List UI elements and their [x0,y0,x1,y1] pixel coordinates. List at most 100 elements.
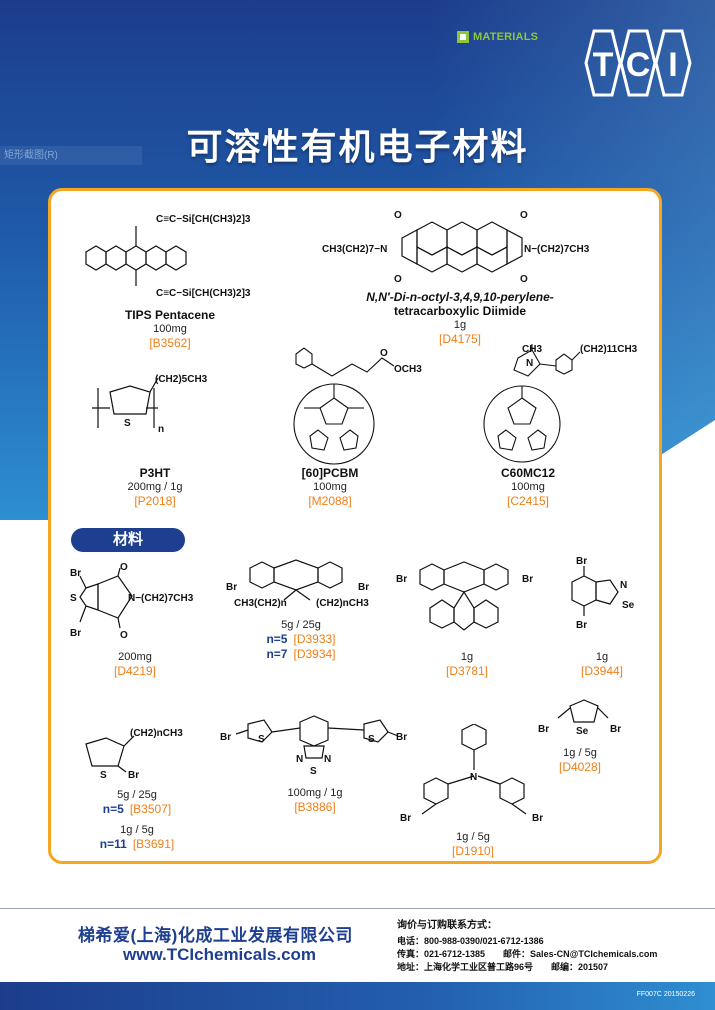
variant-n: n=11 [99,837,127,851]
b3886-br-right: Br [396,732,407,743]
d4028-br-left: Br [538,724,549,735]
product-code[interactable]: [D4175] [438,332,482,346]
contact-phone: 电话：800-988-0390/021-6712-1386 [397,936,544,946]
thiophene-bromine: Br [128,770,139,781]
perylene-o-bottom-right: O [520,274,528,285]
material-code[interactable]: [D3781] [445,664,489,678]
product-name: TIPS Pentacene [124,308,216,322]
structure-tips-pentacene: C≡C−Si[CH(CH3)2]3 C≡C−Si[CH(CH3)2]3 [85,214,251,299]
material-d1910: 1g / 5g [D1910] [418,830,528,859]
c60mc12-chain: (CH2)11CH3 [580,344,638,355]
fluorene-chain-right: (CH2)nCH3 [316,598,369,609]
product-qty: 100mg [511,481,545,493]
material-d3781: 1g [D3781] [412,650,522,679]
structure-pcbm: OCH3 O [293,347,422,465]
structure-b3886: Br Br S S N N S [220,715,407,777]
product-qty: 100mg [313,481,347,493]
b3886-s-left: S [258,734,265,745]
material-code[interactable]: [B3886] [294,800,336,814]
variant-code[interactable]: [B3691] [132,837,175,851]
material-code[interactable]: [D4028] [558,760,602,774]
product-code[interactable]: [P2018] [134,494,176,508]
material-code[interactable]: [D4219] [113,664,157,678]
d4028-selenium: Se [576,726,589,737]
tips-formula-top: C≡C−Si[CH(CH3)2]3 [156,214,251,225]
material-code[interactable]: [D1910] [451,844,495,858]
material-qty: 1g [595,651,609,663]
contact-title: 询价与订购联系方式： [397,920,497,931]
perylene-right-group: N−(CH2)7CH3 [524,244,590,255]
structure-d1910: N Br Br [400,724,543,824]
material-qty: 100mg / 1g [287,787,343,799]
variant-code[interactable]: [D3934] [293,647,336,661]
pcbm-carbonyl-o: O [380,348,388,359]
website-link[interactable]: www.TCIchemicals.com [123,945,317,964]
document-id: FF007C 20150226 [636,991,695,998]
material-qty: 1g [460,651,474,663]
product-name-line1: N,N′-Di-n-octyl-3,4,9,10-perylene- [366,290,554,304]
product-qty: 100mg [153,323,187,335]
variant-row-n5: n=5 [D3933] [236,632,366,647]
d4219-sulfur: S [70,593,77,604]
structure-d3781: Br Br [396,561,533,631]
product-name: C60MC12 [500,466,556,480]
materials-section-tag: 材料 [71,528,185,552]
b3886-n-left: N [296,754,303,765]
d3944-br-top: Br [576,556,587,567]
product-qty: 1g [453,319,467,331]
d3944-selenium: Se [622,600,635,611]
material-qty: 5g / 25g [281,619,321,631]
variant-code[interactable]: [D3933] [293,632,336,646]
b3886-s-right: S [368,734,375,745]
d4219-o-top: O [120,562,128,573]
d4219-n-chain: N−(CH2)7CH3 [128,593,194,604]
product-name: [60]PCBM [301,466,359,480]
b3886-n-right: N [324,754,331,765]
p3ht-subscript: n [158,424,164,435]
product-perylene-diimide: N,N′-Di-n-octyl-3,4,9,10-perylene- tetra… [330,290,590,347]
d3781-br-left: Br [396,574,407,585]
material-qty: 1g / 5g [563,747,597,759]
pcbm-ester: OCH3 [394,364,422,375]
screenshot-selection-label[interactable]: 矩形截图(R) [0,146,142,165]
structure-dialkylfluorene: Br Br CH3(CH2)n (CH2)nCH3 [226,559,369,609]
variant-code[interactable]: [B3507] [129,802,172,816]
thiophene-sulfur: S [100,770,107,781]
b3886-br-left: Br [220,732,231,743]
variant-n: n=5 [102,802,124,816]
contact-info: 询价与订购联系方式： 电话：800-988-0390/021-6712-1386… [397,919,657,974]
tci-logo: T C I [584,29,692,97]
material-dialkylfluorene: 5g / 25g n=5 [D3933] n=7 [D3934] [236,618,366,662]
variant-n: n=5 [266,632,288,646]
material-qty-a: 5g / 25g [117,789,157,801]
product-panel [48,188,662,864]
contact-fax-email[interactable]: 传真：021-6712-1385 邮件：Sales-CN@TCIchemical… [397,949,658,959]
product-p3ht: P3HT 200mg / 1g [P2018] [95,466,215,509]
d3944-br-bottom: Br [576,620,587,631]
p3ht-sulfur: S [124,418,131,429]
company-name: 梯希爱(上海)化成工业发展有限公司 [78,926,353,945]
structure-d4219: Br Br O O S N−(CH2)7CH3 [70,562,194,641]
product-name-line2: tetracarboxylic Diimide [393,304,527,318]
product-code[interactable]: [B3562] [149,336,191,350]
d1910-br-right: Br [532,813,543,824]
p3ht-side-chain: (CH2)5CH3 [155,374,208,385]
tips-formula-bottom: C≡C−Si[CH(CH3)2]3 [156,288,251,299]
d3781-br-right: Br [522,574,533,585]
material-d4028: 1g / 5g [D4028] [530,746,630,775]
d1910-nitrogen: N [470,772,477,783]
material-qty-b: 1g / 5g [120,824,154,836]
tci-logo-letter-t: T [593,46,614,84]
product-code[interactable]: [M2088] [308,494,352,508]
material-code[interactable]: [D3944] [580,664,624,678]
variant-row-n5: n=5 [B3507] [82,802,192,817]
variant-row-n7: n=7 [D3934] [236,647,366,662]
variant-n: n=7 [266,647,288,661]
d4219-o-bottom: O [120,630,128,641]
b3886-s-thiadiazole: S [310,766,317,777]
variant-row-n11: n=11 [B3691] [82,837,192,852]
product-code[interactable]: [C2415] [506,494,550,508]
tci-logo-letter-i: I [668,46,677,84]
d4219-br-top: Br [70,568,81,579]
perylene-o-top-left: O [394,210,402,221]
